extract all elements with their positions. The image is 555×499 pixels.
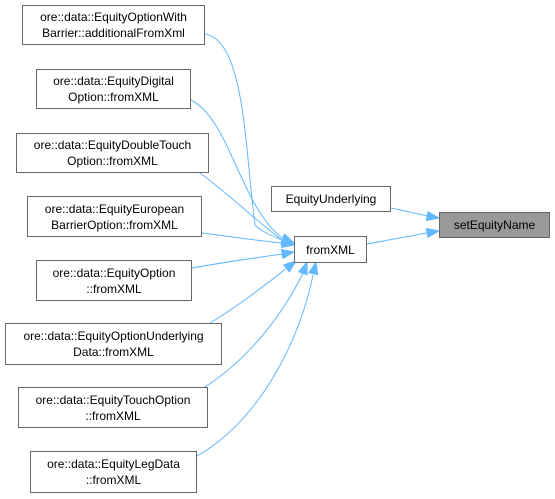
- node-line-1: ore::data::EquityDoubleTouch: [33, 138, 192, 152]
- node-line-1: setEquityName: [453, 218, 536, 232]
- node-line-2: ::fromXML: [85, 473, 142, 487]
- node-line-1: EquityUnderlying: [285, 192, 377, 206]
- node-line-1: ore::data::EquityEuropean: [44, 201, 185, 216]
- edge-additionalfromxml-to-fromxml: [204, 33, 283, 241]
- node-line-2: Barrier::additionalFromXml: [42, 26, 185, 40]
- edge-european-to-fromxml-arrowhead: [280, 237, 296, 249]
- node-equity-underlying[interactable]: EquityUnderlying: [271, 186, 391, 212]
- edge-underlyingdata-to-fromxml: [209, 267, 288, 324]
- node-equity-option-with-barrier-additionalfromxml[interactable]: ore::data::EquityOptionWith Barrier::add…: [22, 5, 205, 45]
- node-equity-option-fromxml[interactable]: ore::data::EquityOption ::fromXML: [36, 260, 192, 301]
- node-line-1: ore::data::EquityLegData: [47, 457, 180, 471]
- node-line-1: ore::data::EquityTouchOption: [35, 392, 191, 407]
- edge-european-to-fromxml: [201, 232, 283, 244]
- node-set-equity-name: setEquityName: [439, 212, 550, 238]
- node-line-2: Data::fromXML: [73, 345, 154, 359]
- node-equity-european-barrier-option-fromxml[interactable]: ore::data::EquityEuropean BarrierOption:…: [27, 196, 202, 237]
- node-line-1: ore::data::EquityOptionWith: [40, 10, 187, 24]
- edge-underlyingdata-to-fromxml-arrowhead: [282, 260, 298, 273]
- edge-touchoption-to-fromxml-arrowhead: [297, 260, 308, 276]
- node-line-2: Option::fromXML: [68, 90, 159, 104]
- edge-digital-to-fromxml: [190, 99, 283, 239]
- node-line-1: fromXML: [306, 242, 355, 257]
- edge-fromxml-to-setequityname-arrowhead: [425, 227, 441, 239]
- edge-underlying-to-setequityname: [390, 207, 428, 217]
- edge-equityoption-to-fromxml: [191, 253, 283, 269]
- node-line-1: ore::data::EquityOption: [52, 265, 176, 280]
- node-line-1: ore::data::EquityOptionUnderlying: [23, 329, 204, 343]
- node-line-1: ore::data::EquityDigital: [53, 74, 174, 88]
- node-line-2: BarrierOption::fromXML: [51, 217, 178, 232]
- edge-underlying-to-setequityname-arrowhead: [425, 210, 441, 222]
- node-line-2: Option::fromXML: [67, 154, 158, 168]
- node-equity-touch-option-fromxml[interactable]: ore::data::EquityTouchOption ::fromXML: [18, 387, 208, 428]
- edge-legdata-to-fromxml: [196, 274, 314, 457]
- edge-doubletouch-to-fromxml: [199, 172, 283, 241]
- node-equity-double-touch-option-fromxml[interactable]: ore::data::EquityDoubleTouch Option::fro…: [16, 133, 209, 173]
- node-fromxml[interactable]: fromXML: [294, 236, 367, 263]
- edge-equityoption-to-fromxml-arrowhead: [280, 248, 296, 260]
- node-equity-digital-option-fromxml[interactable]: ore::data::EquityDigital Option::fromXML: [36, 69, 191, 109]
- node-line-2: ::fromXML: [85, 408, 141, 423]
- edge-fromxml-to-setequityname: [366, 232, 428, 245]
- node-equity-option-underlying-data-fromxml[interactable]: ore::data::EquityOptionUnderlying Data::…: [5, 323, 222, 365]
- edge-legdata-to-fromxml-arrowhead: [308, 260, 319, 276]
- node-equity-leg-data-fromxml[interactable]: ore::data::EquityLegData ::fromXML: [30, 451, 197, 493]
- edge-touchoption-to-fromxml: [199, 272, 304, 391]
- node-line-2: ::fromXML: [86, 281, 142, 296]
